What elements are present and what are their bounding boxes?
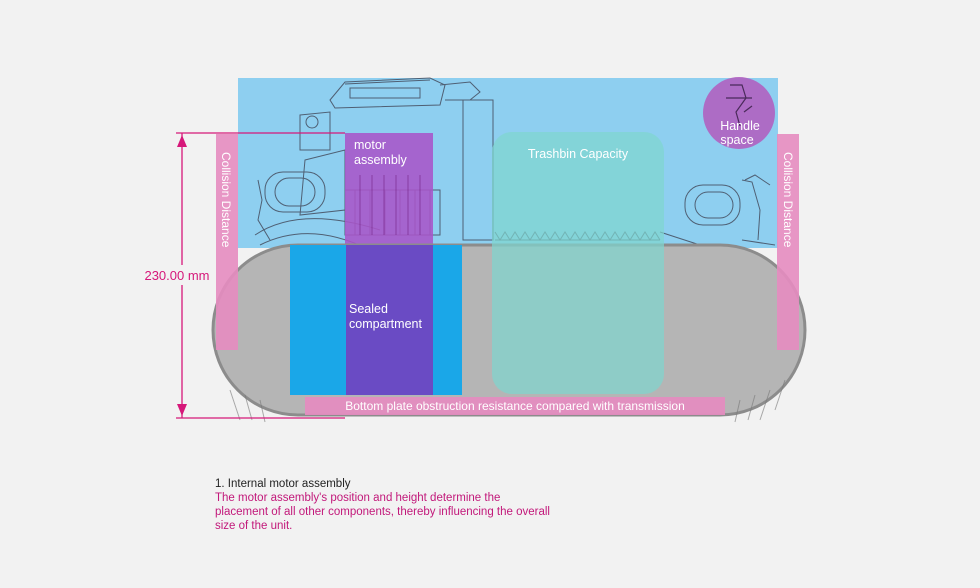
handle-label-line1: Handle [720, 119, 760, 133]
dimension-label: 230.00 mm [144, 268, 209, 283]
collision-right-label: Collision Distance [781, 152, 795, 248]
bottom-plate-label: Bottom plate obstruction resistance comp… [345, 399, 685, 413]
caption-body: The motor assembly's position and height… [215, 492, 550, 532]
collision-strip-left [216, 134, 238, 350]
collision-left-label: Collision Distance [219, 152, 233, 248]
sealed-label-line1: Sealed [349, 302, 388, 316]
collision-strip-right [777, 134, 799, 350]
bottom-plate-strip [305, 397, 725, 415]
motor-label-line2: assembly [354, 153, 408, 167]
handle-label-line2: space [720, 133, 753, 147]
handle-icon [726, 84, 753, 127]
dimension-label-bg [138, 265, 216, 285]
motor-label-line1: motor [354, 138, 386, 152]
caption-heading: 1. Internal motor assembly [215, 478, 351, 490]
trashbin-label: Trashbin Capacity [528, 147, 629, 161]
handle-space-circle [703, 77, 775, 149]
trashbin-capacity-zone [492, 132, 664, 394]
sealed-label-line2: compartment [349, 317, 422, 331]
brush-bristles [229, 379, 786, 423]
motor-coil-detail [359, 175, 421, 235]
caption-block: 1. Internal motor assembly The motor ass… [215, 477, 555, 533]
sealed-compartment-inner [346, 245, 433, 395]
